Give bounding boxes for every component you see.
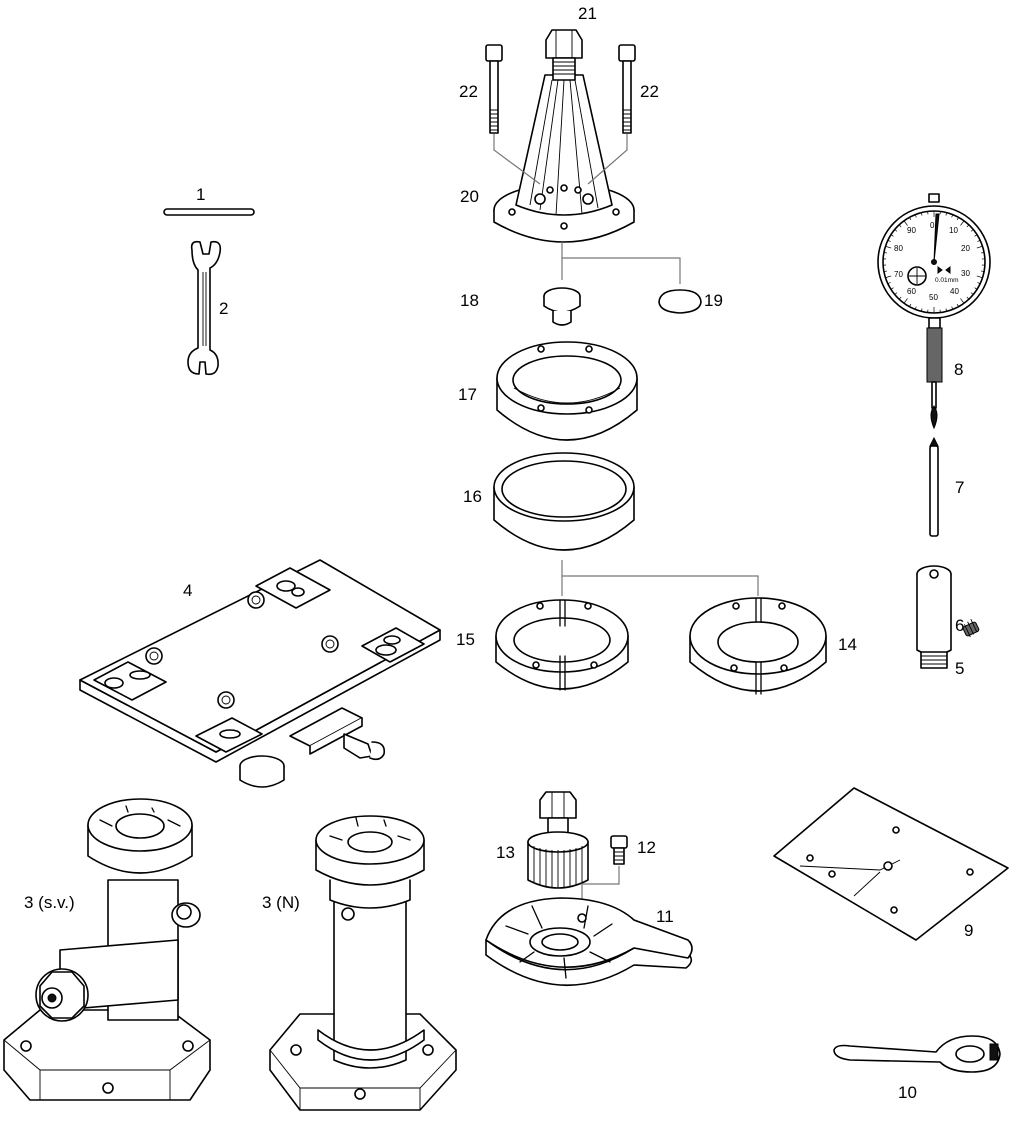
dial-num-40: 40 bbox=[950, 287, 959, 296]
dial-unit-label: 0.01mm bbox=[935, 277, 958, 284]
dial-num-0: 0 bbox=[930, 221, 935, 230]
part-2-wrench bbox=[188, 242, 220, 375]
dial-num-10: 10 bbox=[949, 226, 958, 235]
dial-num-60: 60 bbox=[907, 287, 916, 296]
part-16-ring bbox=[494, 453, 634, 550]
label-part-8: 8 bbox=[954, 360, 963, 379]
label-part-4: 4 bbox=[183, 581, 192, 600]
part-14-split-ring bbox=[690, 598, 826, 694]
label-part-10: 10 bbox=[898, 1083, 917, 1102]
label-part-14: 14 bbox=[838, 635, 857, 654]
label-part-5: 5 bbox=[955, 659, 964, 678]
label-part-7: 7 bbox=[955, 478, 964, 497]
part-6-set-screw bbox=[963, 619, 980, 637]
label-part-18: 18 bbox=[460, 291, 479, 310]
label-part-12: 12 bbox=[637, 838, 656, 857]
label-part-16: 16 bbox=[463, 487, 482, 506]
label-part-21: 21 bbox=[578, 4, 597, 23]
label-part-9: 9 bbox=[964, 921, 973, 940]
part-22-bolt-left bbox=[486, 45, 502, 133]
part-19-cap bbox=[659, 290, 701, 313]
label-part-11: 11 bbox=[656, 907, 674, 926]
part-7-probe-rod bbox=[930, 438, 938, 536]
part-17-ring bbox=[497, 342, 637, 440]
part-18-plug bbox=[544, 288, 580, 325]
label-part-6: 6 bbox=[955, 616, 964, 635]
part-22-bolt-right bbox=[619, 45, 635, 133]
label-part-22-right: 22 bbox=[640, 82, 659, 101]
dial-num-90: 90 bbox=[907, 226, 916, 235]
part-15-split-ring bbox=[496, 600, 628, 690]
label-part-1: 1 bbox=[196, 185, 205, 204]
label-part-15: 15 bbox=[456, 630, 475, 649]
part-10-pin-spanner bbox=[834, 1036, 1000, 1072]
label-part-22-left: 22 bbox=[459, 82, 478, 101]
label-part-13: 13 bbox=[496, 843, 515, 862]
label-part-19: 19 bbox=[704, 291, 723, 310]
dial-num-30: 30 bbox=[961, 269, 970, 278]
part-8-dial-gauge: 0 10 20 30 40 50 60 70 80 90 0.01mm bbox=[878, 194, 990, 428]
label-part-20: 20 bbox=[460, 187, 479, 206]
dial-num-80: 80 bbox=[894, 244, 903, 253]
dial-num-50: 50 bbox=[929, 293, 938, 302]
part-21-center-bolt bbox=[546, 30, 582, 80]
dial-num-70: 70 bbox=[894, 270, 903, 279]
part-4-mounting-plate bbox=[80, 560, 440, 787]
part-13-puller-screw bbox=[528, 792, 588, 888]
part-12-small-bolt bbox=[611, 836, 627, 864]
label-part-3-sv: 3 (s.v.) bbox=[24, 893, 75, 912]
label-part-3-n: 3 (N) bbox=[262, 893, 300, 912]
part-1-pin bbox=[164, 209, 254, 215]
part-20-puller-cone bbox=[494, 75, 634, 242]
dial-num-20: 20 bbox=[961, 244, 970, 253]
label-part-17: 17 bbox=[458, 385, 477, 404]
part-3-sv-pedestal bbox=[4, 799, 210, 1100]
part-9-template-plate bbox=[774, 788, 1008, 940]
label-part-2: 2 bbox=[219, 299, 228, 318]
part-3-n-pedestal bbox=[270, 816, 456, 1110]
part-5-extension bbox=[917, 566, 951, 668]
